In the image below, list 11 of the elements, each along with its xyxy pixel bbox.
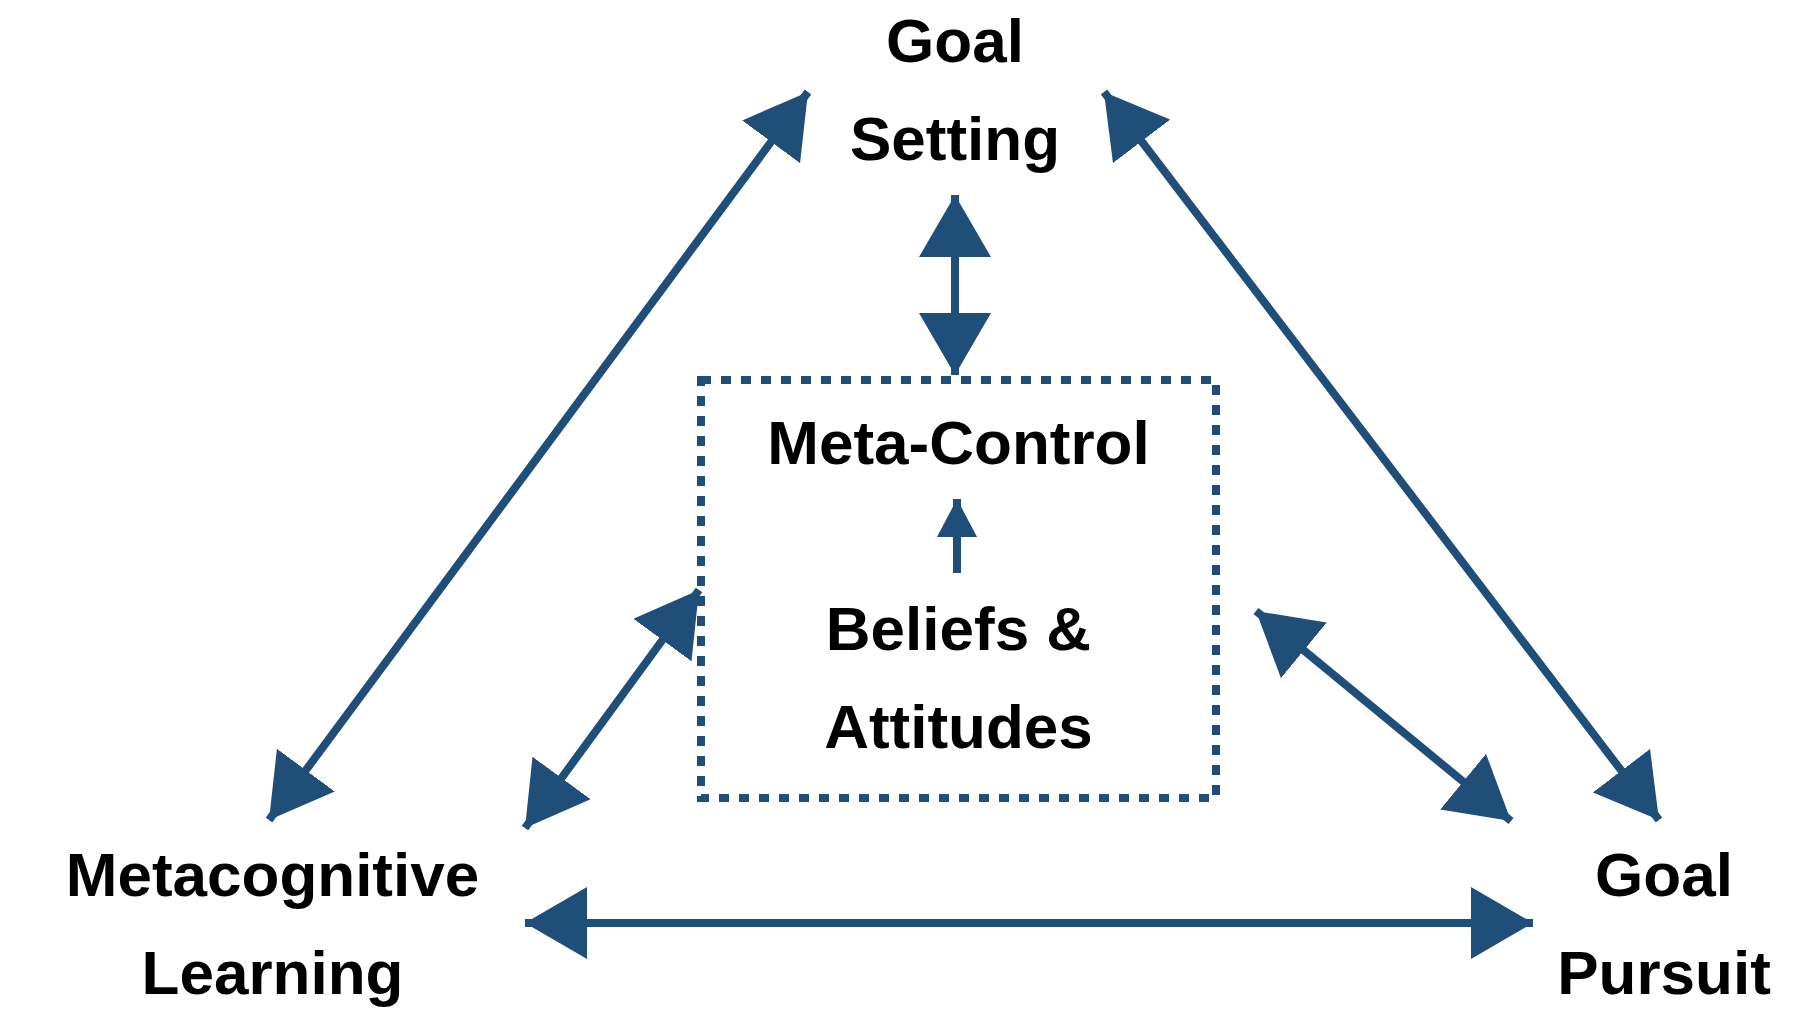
node-label: Metacognitive Learning — [64, 838, 481, 1009]
arrow — [1100, 89, 1663, 823]
node-label: Goal Pursuit — [1556, 838, 1772, 1009]
arrow — [521, 587, 703, 831]
arrow — [265, 89, 812, 823]
arrow — [919, 195, 991, 375]
heading-text: Meta-Control — [766, 406, 1151, 479]
node-label: Beliefs & Attitudes — [823, 592, 1094, 763]
arrow — [525, 887, 1533, 959]
arrow — [1253, 607, 1514, 825]
node-label: Goal Setting — [848, 5, 1062, 175]
